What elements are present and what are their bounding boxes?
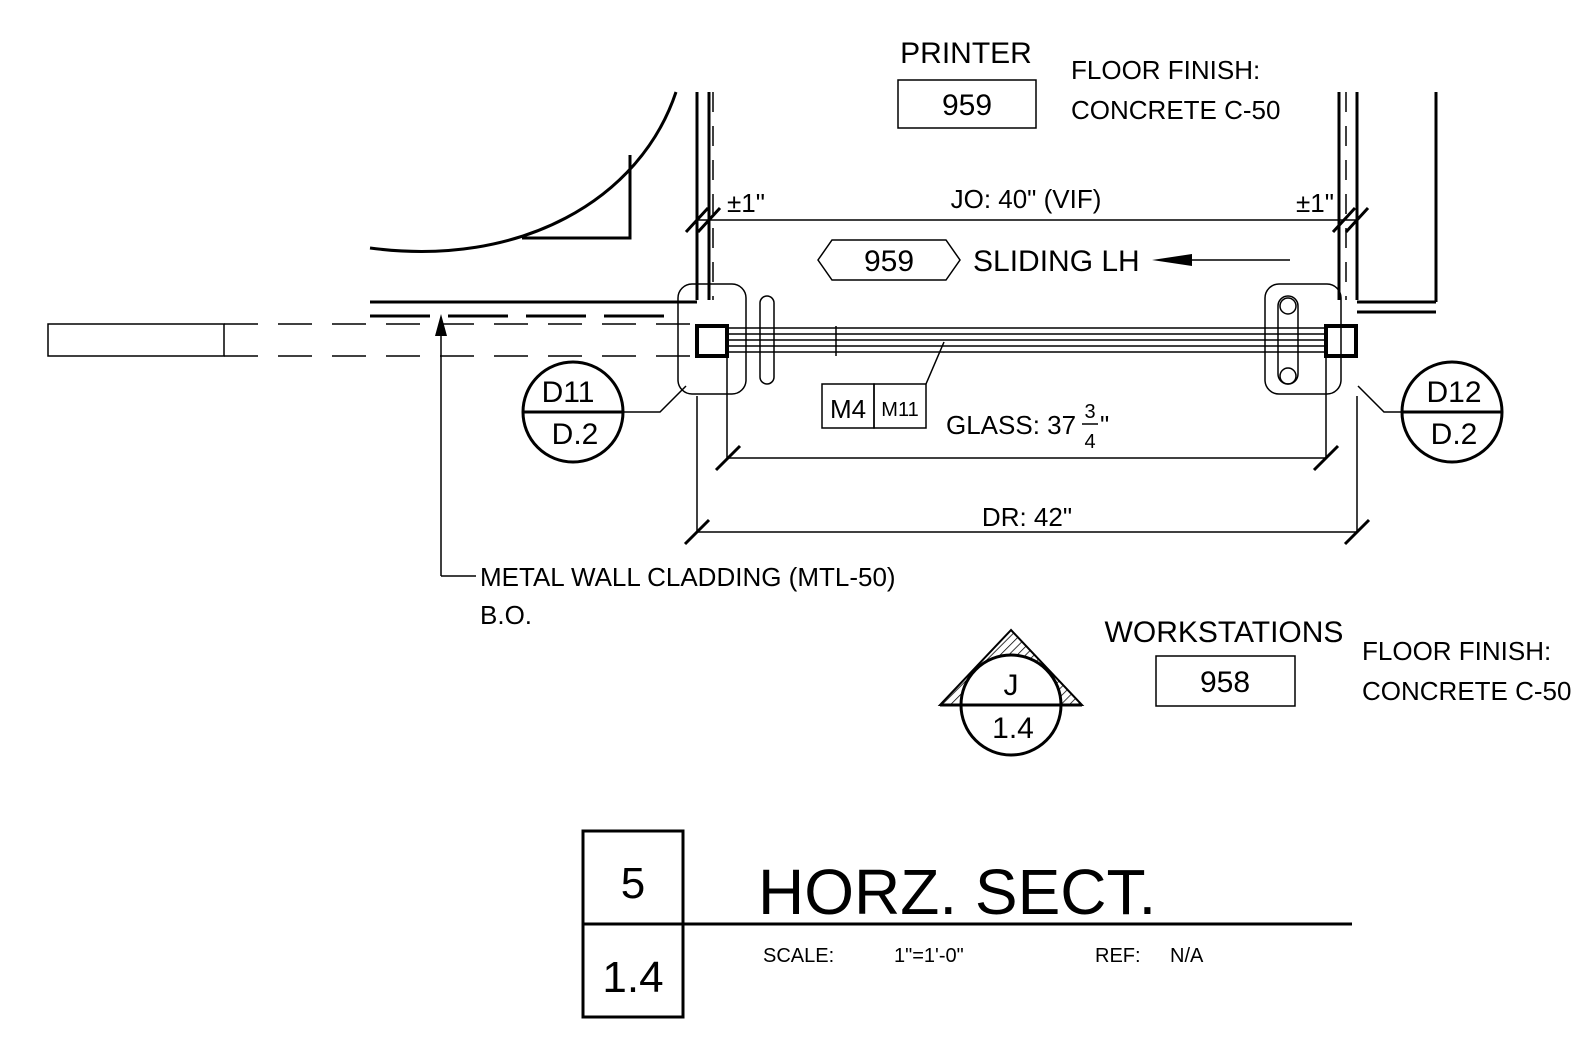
section-number: 5 bbox=[621, 859, 645, 908]
room-name-workstations: WORKSTATIONS bbox=[1105, 616, 1344, 649]
cladding-note: METAL WALL CLADDING (MTL-50) bbox=[480, 562, 896, 592]
material-tag-m4: M4 bbox=[830, 394, 866, 424]
left-jamb-outline bbox=[677, 283, 747, 395]
material-leader bbox=[925, 341, 945, 385]
room-number-box-958 bbox=[1155, 655, 1296, 707]
elevation-top: J bbox=[1004, 669, 1019, 702]
left-wall-geometry bbox=[369, 91, 714, 318]
door-tag-hex bbox=[817, 239, 961, 281]
glass-dim-unit: " bbox=[1100, 410, 1109, 440]
room-number-printer: 959 bbox=[942, 89, 992, 122]
door-width-dim: DR: 42" bbox=[982, 502, 1072, 532]
pocket-solid bbox=[47, 323, 225, 357]
right-jamb-post bbox=[1324, 324, 1358, 358]
jo-tick-left bbox=[684, 206, 710, 234]
tolerance-left: ±1" bbox=[727, 188, 765, 218]
room-number-workstations: 958 bbox=[1200, 666, 1250, 699]
detail-ref-right[interactable]: D12 D.2 bbox=[1357, 360, 1504, 464]
cladding-callout bbox=[435, 314, 476, 577]
elevation-marker[interactable]: J 1.4 bbox=[937, 628, 1085, 757]
slide-arrow-head bbox=[1152, 254, 1192, 266]
door-swing-arc bbox=[369, 91, 678, 253]
detail-left-bottom: D.2 bbox=[552, 418, 599, 451]
glass-dim-prefix: GLASS: 37 bbox=[946, 410, 1076, 440]
floor-finish-label-958: FLOOR FINISH: bbox=[1362, 636, 1551, 666]
tolerance-right: ±1" bbox=[1296, 188, 1334, 218]
floor-finish-value: CONCRETE C-50 bbox=[1071, 95, 1280, 125]
jo-tick-right2 bbox=[1344, 206, 1370, 234]
dr-tick-left bbox=[683, 518, 711, 546]
elevation-bottom: 1.4 bbox=[992, 712, 1034, 745]
glass-tick-left bbox=[714, 444, 742, 472]
section-title: HORZ. SECT. bbox=[758, 856, 1156, 928]
door-tag-number: 959 bbox=[864, 245, 914, 278]
detail-leader-right bbox=[1357, 385, 1402, 413]
material-tag-box-2 bbox=[873, 383, 927, 429]
scale-value: 1"=1'-0" bbox=[894, 945, 964, 967]
glass-tick-right bbox=[1312, 444, 1340, 472]
glass-dim-denominator: 4 bbox=[1084, 431, 1095, 453]
door-pocket bbox=[47, 323, 697, 357]
room-number-box bbox=[897, 79, 1037, 129]
cladding-note-bo: B.O. bbox=[480, 600, 532, 630]
jo-tick-left2 bbox=[696, 206, 722, 234]
door-dimension bbox=[683, 396, 1371, 546]
title-block: 5 1.4 HORZ. SECT. SCALE: 1"=1'-0" REF: N… bbox=[581, 829, 1352, 1019]
wall-corner bbox=[522, 155, 632, 240]
ref-label: REF: bbox=[1095, 945, 1141, 967]
right-handle-bottom bbox=[1279, 367, 1297, 385]
detail-ref-left[interactable]: D11 D.2 bbox=[521, 360, 687, 464]
right-wall-geometry bbox=[1337, 92, 1438, 314]
glass-dimension bbox=[714, 358, 1340, 472]
right-jamb-outline bbox=[1264, 283, 1342, 395]
detail-right-bottom: D.2 bbox=[1431, 418, 1478, 451]
ref-value: N/A bbox=[1170, 945, 1204, 967]
material-tag-m11: M11 bbox=[881, 399, 918, 421]
floor-finish-label: FLOOR FINISH: bbox=[1071, 55, 1260, 85]
glass-dim-numerator: 3 bbox=[1084, 401, 1095, 423]
sheet-number: 1.4 bbox=[602, 953, 663, 1002]
glass-panel bbox=[727, 326, 1326, 356]
dr-tick-right bbox=[1343, 518, 1371, 546]
detail-left-top: D11 bbox=[542, 376, 595, 409]
scale-label: SCALE: bbox=[763, 945, 834, 967]
room-name-printer: PRINTER bbox=[900, 37, 1032, 70]
floor-finish-value-958: CONCRETE C-50 bbox=[1362, 676, 1571, 706]
detail-leader-left bbox=[623, 385, 687, 413]
jo-tick-right bbox=[1331, 206, 1357, 234]
cladding-arrow-head bbox=[435, 314, 447, 336]
door-operation: SLIDING LH bbox=[973, 245, 1140, 278]
left-jamb-post bbox=[695, 324, 729, 358]
jamb-opening-dim: JO: 40" (VIF) bbox=[951, 184, 1102, 214]
right-jamb bbox=[1264, 283, 1358, 395]
detail-right-top: D12 bbox=[1426, 376, 1481, 409]
jo-dimension bbox=[684, 206, 1370, 234]
right-handle-top bbox=[1279, 297, 1297, 315]
